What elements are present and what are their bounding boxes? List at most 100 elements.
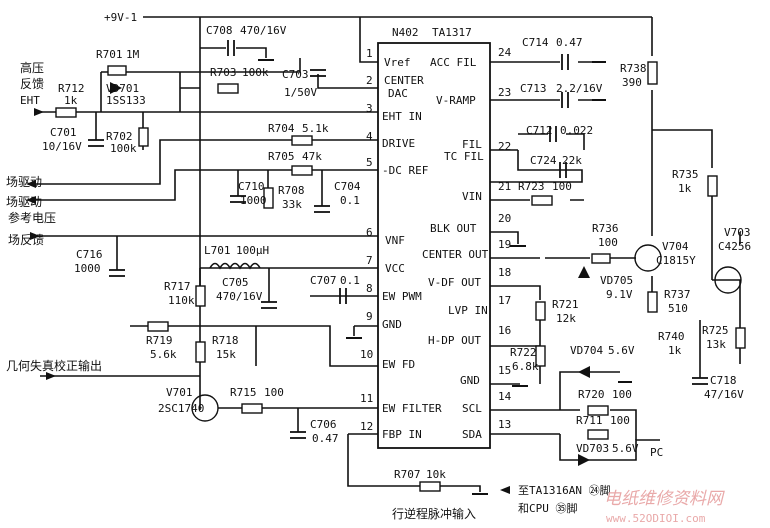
- label-r740: R740: [658, 330, 685, 343]
- value-r738: 390: [622, 76, 642, 89]
- pin-10-number: 10: [360, 348, 373, 361]
- label-c705: C705: [222, 276, 249, 289]
- pin-6-label: VNF: [385, 234, 405, 247]
- pin-3-number: 3: [366, 102, 373, 115]
- label-r712: R712: [58, 82, 85, 95]
- resistor-r708: [263, 187, 274, 209]
- transistor-v703: [714, 266, 742, 294]
- label-v703: V703: [724, 226, 751, 239]
- pin-3-label: EHT IN: [382, 110, 422, 123]
- value-r711: 100: [610, 414, 630, 427]
- pc-label: PC: [650, 446, 663, 459]
- eht-en: EHT: [20, 94, 40, 107]
- label-vd703: VD703: [576, 442, 609, 455]
- value-vd705: 9.1V: [606, 288, 633, 301]
- pin-5-label: -DC REF: [382, 164, 428, 177]
- pin-11-label: EW FILTER: [382, 402, 442, 415]
- field-drive-ref2: 参考电压: [8, 210, 56, 225]
- value-r708: 33k: [282, 198, 302, 211]
- value-r703: 100k: [242, 66, 269, 79]
- value-r715: 100: [264, 386, 284, 399]
- diode-vd701: [110, 82, 122, 94]
- pin-24-number: 24: [498, 46, 512, 59]
- resistor-r735: [707, 175, 718, 197]
- pin-12-label: FBP IN: [382, 428, 422, 441]
- ic-ref: N402: [392, 26, 419, 39]
- resistor-r705: [291, 165, 313, 176]
- label-r720: R720: [578, 388, 605, 401]
- label-r701: R701: [96, 48, 123, 61]
- label-v701: V701: [166, 386, 193, 399]
- pin-23-number: 23: [498, 86, 511, 99]
- value-r717: 110k: [168, 294, 195, 307]
- label-r721: R721: [552, 298, 579, 311]
- value-c714: 0.47: [556, 36, 583, 49]
- resistor-r721: [535, 301, 546, 321]
- pin-19-number: 19: [498, 238, 511, 251]
- resistor-r701: [107, 65, 127, 76]
- label-vd705: VD705: [600, 274, 633, 287]
- left-pins: Vref 1 CENTER 2 DAC EHT IN 3 DRIVE 4 -DC…: [360, 47, 442, 441]
- resistor-r704: [291, 135, 313, 146]
- label-r715: R715: [230, 386, 257, 399]
- resistor-r717: [195, 285, 206, 307]
- value-v701: 2SC1740: [158, 402, 204, 415]
- pin-8-label: EW PWM: [382, 290, 422, 303]
- geometry-out-label: 几何失真校正输出: [6, 358, 102, 373]
- resistor-r719: [147, 321, 169, 332]
- transistor-v704: [634, 244, 662, 272]
- label-l701: L701: [204, 244, 231, 257]
- value-c716: 1000: [74, 262, 101, 275]
- component-labels: C708 470/16V R701 1M R712 1k VD701 1SS13…: [42, 24, 751, 481]
- to-ta1316-label: 至TA1316AN ㉔脚: [518, 483, 611, 497]
- pin-14-label: SCL: [462, 402, 482, 415]
- label-r736: R736: [592, 222, 619, 235]
- label-r725: R725: [702, 324, 729, 337]
- value-r737: 510: [668, 302, 688, 315]
- inductor-l701: [209, 262, 261, 270]
- resistor-r702: [138, 127, 149, 147]
- label-r719: R719: [146, 334, 173, 347]
- resistor-r707: [419, 481, 441, 492]
- to-cpu-label: 和CPU ㉟脚: [518, 501, 578, 515]
- pin-8-number: 8: [366, 282, 373, 295]
- value-r725: 13k: [706, 338, 726, 351]
- label-c714: C714: [522, 36, 549, 49]
- value-r736: 100: [598, 236, 618, 249]
- resistor-r720: [587, 405, 609, 416]
- label-r737: R737: [664, 288, 691, 301]
- signal-arrows: [26, 108, 510, 494]
- label-c718: C718: [710, 374, 737, 387]
- pin-9-number: 9: [366, 310, 373, 323]
- label-vd704: VD704: [570, 344, 603, 357]
- pin-4-label: DRIVE: [382, 137, 415, 150]
- pin-22-number: 22: [498, 140, 511, 153]
- pin-20-number: 20: [498, 212, 511, 225]
- value-r735: 1k: [678, 182, 692, 195]
- resistor-r737: [647, 291, 658, 313]
- resistor-r736: [591, 253, 611, 264]
- resistor-r715: [241, 403, 263, 414]
- pin-16-label: H-DP OUT: [428, 334, 481, 347]
- label-vd701: VD701: [106, 82, 139, 95]
- value-r705: 47k: [302, 150, 322, 163]
- pin-14-number: 14: [498, 390, 512, 403]
- pin-17-label: LVP IN: [448, 304, 488, 317]
- watermark-url: www.52ODIOI.com: [606, 512, 706, 525]
- label-r717: R717: [164, 280, 191, 293]
- label-r738: R738: [620, 62, 647, 75]
- label-r702: R702: [106, 130, 133, 143]
- pin-19-label: CENTER OUT: [422, 248, 489, 261]
- resistor-r722: [535, 345, 546, 367]
- pin-12-number: 12: [360, 420, 373, 433]
- field-feedback-label: 场反馈: [8, 233, 44, 247]
- label-c712: C712: [526, 124, 553, 137]
- ic-n402-body: [377, 42, 491, 449]
- label-r705: R705: [268, 150, 295, 163]
- pin-15-number: 15: [498, 364, 511, 377]
- pin-18-number: 18: [498, 266, 511, 279]
- pin-2-label-b: DAC: [388, 87, 408, 100]
- value-r740: 1k: [668, 344, 682, 357]
- value-c701: 10/16V: [42, 140, 82, 153]
